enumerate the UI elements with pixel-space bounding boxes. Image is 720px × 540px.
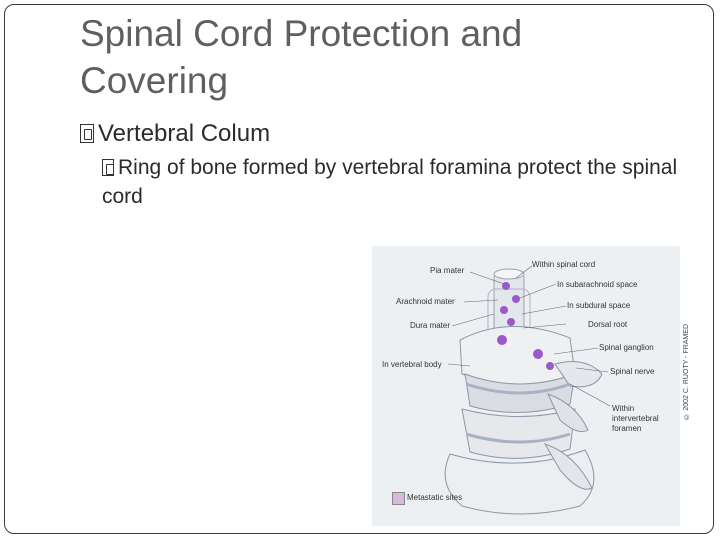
label-pia-mater: Pia mater [430,266,465,275]
label-vertebral-body: In vertebral body [382,360,442,369]
legend-label: Metastatic sites [407,493,463,502]
bullet-marker-icon [80,124,94,143]
slide-title: Spinal Cord Protection and Covering [80,13,523,101]
label-spinal-nerve: Spinal nerve [610,367,655,376]
copyright-text: © 2002 C. RUOTY - FRAMED [683,324,690,420]
bullet-list: Vertebral Colum Ring of bone formed by v… [80,118,680,211]
vertebral-column-illustration [444,265,611,515]
label-spinal-ganglion: Spinal ganglion [599,343,654,352]
bullet-marker-icon [102,159,114,176]
label-subarachnoid-space: In subarachnoid space [557,280,638,289]
bullet-2-text: Ring of bone formed by vertebral foramin… [102,156,678,208]
label-subdural-space: In subdural space [567,301,631,310]
legend-swatch [392,492,405,505]
label-arachnoid-mater: Arachnoid mater [396,297,455,306]
label-dorsal-root: Dorsal root [588,320,628,329]
spinal-anatomy-figure: Pia mater Arachnoid mater Dura mater In … [370,244,696,528]
label-dura-mater: Dura mater [410,321,451,330]
bullet-level-1: Vertebral Colum [80,118,680,150]
bullet-1-text: Vertebral Colum [98,120,271,147]
label-within-spinal-cord: Within spinal cord [532,260,596,269]
slide-frame [4,4,714,534]
label-intervertebral-foramen: Within intervertebral foramen [612,404,659,433]
bullet-level-2: Ring of bone formed by vertebral foramin… [102,153,680,211]
